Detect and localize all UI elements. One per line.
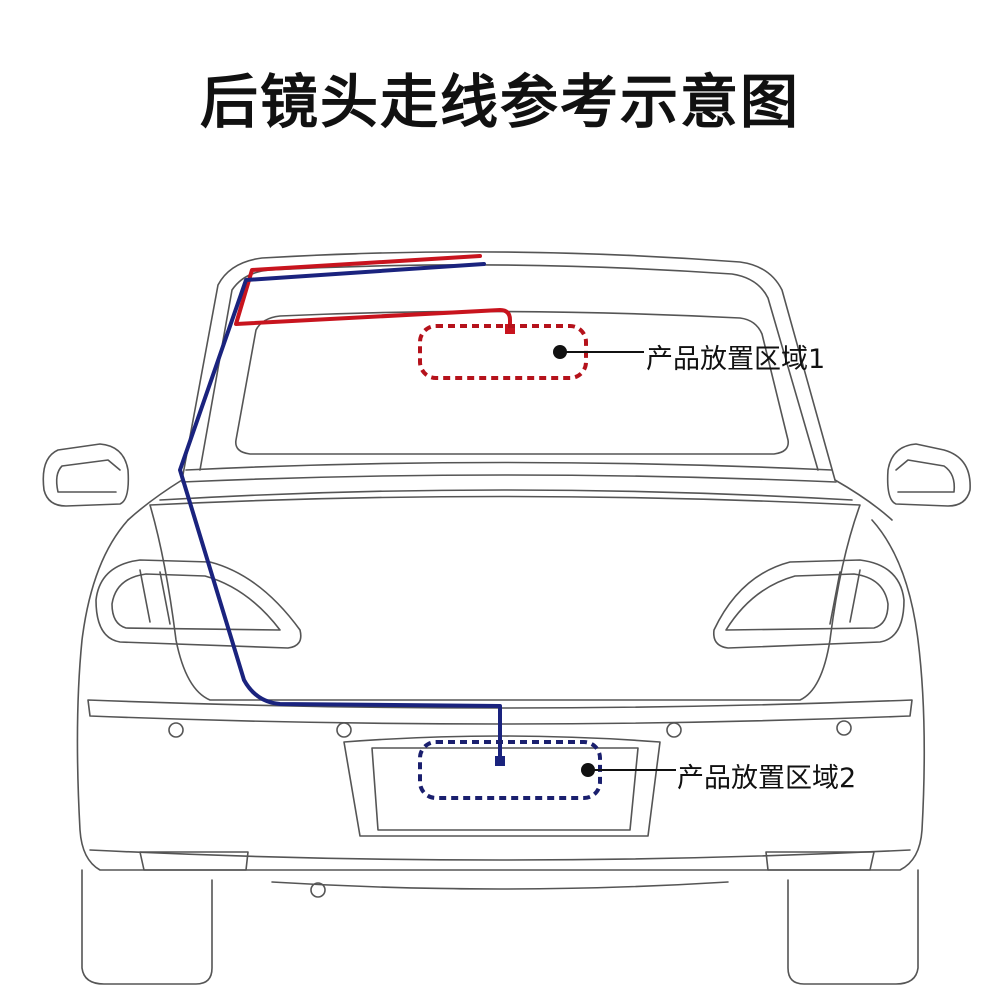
left-c-pillar bbox=[127, 479, 183, 521]
license-plate bbox=[371, 747, 639, 831]
right-reflector bbox=[765, 851, 875, 871]
left-taillight bbox=[95, 559, 302, 649]
spoiler-lip bbox=[159, 489, 853, 501]
parking-sensor bbox=[168, 722, 184, 738]
parking-sensor bbox=[336, 722, 352, 738]
exhaust-area bbox=[271, 881, 729, 890]
rear-windshield bbox=[234, 310, 790, 455]
right-mirror bbox=[886, 443, 971, 507]
trunk-lid-top bbox=[185, 461, 833, 471]
trunk-lid bbox=[149, 495, 861, 701]
left-wheel bbox=[81, 869, 213, 985]
trunk-lid-line bbox=[181, 474, 837, 483]
tow-hook bbox=[310, 882, 326, 898]
parking-sensor bbox=[666, 722, 682, 738]
blue-wire-connector bbox=[495, 756, 505, 766]
right-c-pillar bbox=[834, 479, 893, 521]
left-taillight-inner bbox=[111, 573, 281, 631]
license-plate-recess bbox=[343, 735, 661, 837]
car-body-outline bbox=[76, 519, 926, 871]
page-title: 后镜头走线参考示意图 bbox=[199, 68, 800, 136]
right-taillight-inner bbox=[725, 573, 889, 631]
blue-wire bbox=[178, 262, 502, 762]
red-wire-connector bbox=[505, 324, 515, 334]
parking-sensor bbox=[836, 720, 852, 736]
lower-bumper bbox=[89, 849, 911, 861]
bumper-strip bbox=[87, 699, 913, 725]
placement-area-2 bbox=[418, 740, 602, 800]
left-mirror bbox=[42, 443, 130, 507]
left-reflector bbox=[139, 851, 249, 871]
right-wheel bbox=[787, 869, 919, 985]
placement-area-2-label: 产品放置区域2 bbox=[677, 763, 857, 794]
placement-area-1-label: 产品放置区域1 bbox=[646, 344, 826, 375]
red-wire bbox=[234, 254, 512, 330]
right-taillight bbox=[712, 559, 905, 649]
car-roof-outline bbox=[181, 251, 836, 481]
car-roof-inner bbox=[199, 264, 819, 471]
